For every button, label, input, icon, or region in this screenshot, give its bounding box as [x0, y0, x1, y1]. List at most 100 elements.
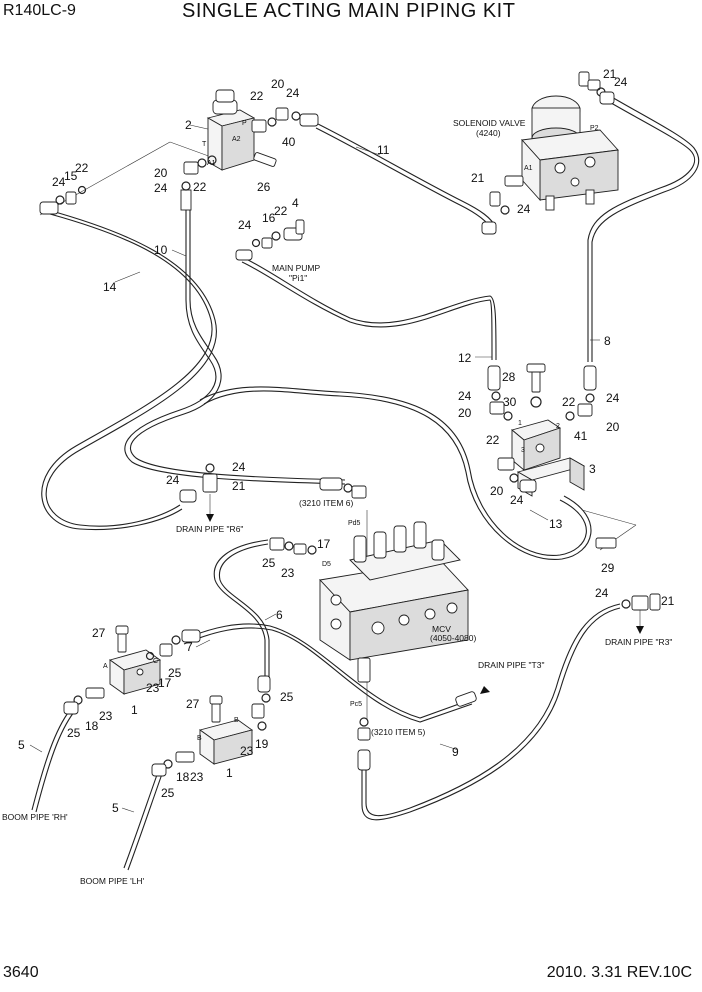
hose-12-outer [241, 261, 493, 361]
page-title: SINGLE ACTING MAIN PIPING KIT [182, 0, 516, 22]
mcv-4050-4080 [319, 521, 469, 683]
item6-ref: (3210 ITEM 6) [299, 498, 353, 508]
callout: 24 [232, 460, 246, 474]
hose-10 [124, 198, 346, 485]
callout: 24 [595, 586, 609, 600]
callout: 5 [18, 738, 25, 752]
callout: 20 [271, 77, 285, 91]
hose-11-outer [317, 123, 497, 229]
callout: 24 [614, 75, 628, 89]
callout: 24 [517, 202, 531, 216]
solenoid-block-2 [206, 89, 256, 171]
fitting-24-15-22 [39, 185, 87, 215]
callout: 21 [232, 479, 246, 493]
callout: 40 [282, 135, 296, 149]
drain-t3-fitting [455, 686, 490, 707]
callout: 41 [574, 429, 588, 443]
boom-lh-label: BOOM PIPE 'LH' [80, 876, 145, 886]
callout: 25 [280, 690, 294, 704]
hose-11 [315, 127, 493, 231]
fitting-21-24-top-right [578, 71, 615, 105]
port-blk-b: B [197, 735, 202, 742]
component-labels: SOLENOID VALVE (4240) MAIN PUMP "Pi1" MC… [2, 118, 672, 886]
callout: 20 [606, 420, 620, 434]
fitting-item6 [319, 477, 367, 499]
boom-pipe-rh-outer [35, 711, 75, 813]
callout: 24 [510, 493, 524, 507]
hose-7-outer [183, 627, 473, 723]
block-1-upper [108, 625, 162, 695]
port-pc5: Pc5 [350, 701, 362, 708]
port-d5: D5 [322, 561, 331, 568]
callout: 1 [131, 703, 138, 717]
port-t: T [202, 141, 207, 148]
hose-6-outer [218, 543, 270, 680]
fitting-tee-4 [235, 219, 305, 261]
hose-14 [45, 209, 217, 527]
callout: 21 [603, 67, 617, 81]
callout: 7 [186, 640, 193, 654]
mcv-label: MCV [432, 624, 451, 634]
callout: 23 [281, 566, 295, 580]
fittings-block-1-lower [151, 675, 271, 777]
callout: 20 [458, 406, 472, 420]
callout: 27 [92, 626, 106, 640]
solenoid-valve-4240 [521, 95, 619, 211]
drain-r3-label: DRAIN PIPE "R3" [605, 637, 672, 647]
callout: 25 [67, 726, 81, 740]
callout: 24 [154, 181, 168, 195]
hose-13 [199, 386, 587, 556]
hose-13-outer [203, 390, 592, 560]
hose-10-outer [129, 198, 346, 481]
mcv-ref: (4050-4080) [430, 633, 476, 643]
boom-pipe-rh [31, 709, 71, 811]
callout: 24 [238, 218, 252, 232]
callout: 3 [589, 462, 596, 476]
callout: 4 [292, 196, 299, 210]
block-41 [511, 363, 562, 471]
revision-date: 2010. 3.31 REV.10C [546, 964, 692, 981]
drain-tee-21 [179, 463, 218, 522]
fitting-20-left [180, 155, 217, 211]
port-p: P [242, 120, 247, 127]
callout: 23 [146, 681, 160, 695]
callout: 25 [262, 556, 276, 570]
callout: 11 [377, 143, 390, 157]
bracket-3 [516, 457, 586, 497]
callout: 12 [458, 351, 472, 365]
callout: 27 [186, 697, 200, 711]
callout: 23 [190, 770, 204, 784]
fittings-25-23-17 [269, 537, 317, 555]
callout: 9 [452, 745, 459, 759]
port-b: B [234, 717, 239, 724]
fitting-pc5 [357, 717, 371, 771]
callout: 22 [250, 89, 264, 103]
fittings-block-41 [487, 365, 617, 549]
callout: 21 [471, 171, 485, 185]
hose-6 [213, 539, 269, 680]
main-pump-label: MAIN PUMP [272, 263, 321, 273]
port-blk-a: A [103, 663, 108, 670]
port-a1: A1 [207, 160, 216, 167]
callout: 6 [276, 608, 283, 622]
callout: 18 [176, 770, 190, 784]
callout: 14 [103, 280, 117, 294]
drain-r6-label: DRAIN PIPE "R6" [176, 524, 243, 534]
model-label: R140LC-9 [3, 2, 76, 19]
callout: 22 [193, 180, 207, 194]
callout: 25 [161, 786, 175, 800]
port-blk-2: 2 [556, 423, 560, 430]
callout: 29 [601, 561, 615, 575]
callout: 17 [158, 676, 172, 690]
callout: 22 [562, 395, 576, 409]
hose-7 [181, 623, 471, 719]
callout: 1 [226, 766, 233, 780]
port-p2: P2 [590, 125, 599, 132]
port-labels: T P A1 A2 P2 A1 Pd5 D5 Pc5 C B 1 2 3 A B [103, 120, 599, 742]
callout-numbers: 2 22 20 24 40 11 26 20 24 22 24 15 22 10… [18, 67, 675, 815]
drain-r3-tee [621, 593, 661, 634]
callout: 24 [166, 473, 180, 487]
callout: 24 [606, 391, 620, 405]
callout: 10 [154, 243, 168, 257]
block-1-lower [198, 695, 254, 765]
